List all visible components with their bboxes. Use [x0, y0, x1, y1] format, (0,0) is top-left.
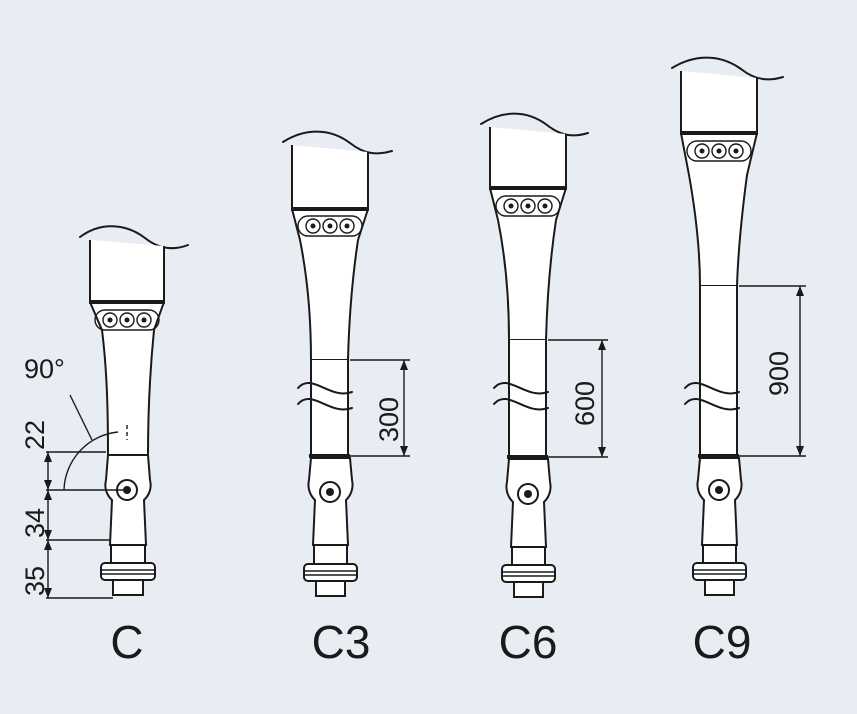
tube-body [89, 240, 165, 456]
extension-tube [310, 360, 349, 456]
pivot-inner [524, 490, 532, 498]
collar-band [680, 131, 758, 135]
fitting-lower [513, 581, 544, 598]
pivot-inner [715, 486, 723, 494]
extension-dimension: 600 [548, 339, 608, 458]
fitting-lower [315, 580, 346, 597]
cut-edge [79, 225, 189, 250]
dim-arrow [796, 446, 804, 456]
model-label-c6: C6 [499, 616, 558, 668]
model-c9-drawing: 900 C9 [671, 56, 806, 668]
model-label-c3: C3 [312, 616, 371, 668]
fitting-nut [100, 562, 156, 581]
break-symbol [684, 381, 740, 395]
break-symbol [684, 397, 740, 411]
fitting-nut [501, 564, 556, 583]
dim-label-35: 35 [20, 566, 50, 596]
fitting-nut [692, 562, 747, 581]
fitting-upper [110, 544, 146, 564]
break-symbol [493, 397, 549, 411]
dim-arrow [796, 286, 804, 296]
extension-dimension: 300 [350, 359, 410, 457]
joint-knuckle [696, 457, 743, 546]
model-c-drawing: 90° 22 34 35 C [20, 225, 189, 668]
angle-arc [63, 431, 119, 491]
extension-label-900: 900 [764, 351, 794, 396]
logo-emblem [495, 195, 561, 217]
extension-label-300: 300 [374, 397, 404, 442]
break-symbol [297, 397, 353, 411]
dim-arrow [44, 530, 52, 540]
dim-arrow [400, 360, 408, 370]
angle-label: 90° [24, 354, 65, 384]
collar-band [291, 207, 369, 211]
logo-emblem [686, 140, 752, 162]
model-c6-drawing: 600 C6 [480, 112, 608, 668]
extension-tube [508, 340, 547, 457]
dim-label-22: 22 [20, 420, 50, 450]
dim-arrow [44, 452, 52, 462]
dim-arrow [598, 340, 606, 350]
extension-tube [699, 286, 738, 456]
dim-arrow [44, 490, 52, 500]
base-dimensions: 90° 22 34 35 [20, 354, 128, 599]
fitting-lower [704, 579, 735, 596]
cut-edge [671, 56, 784, 81]
break-symbol [297, 381, 353, 395]
dim-arrow [400, 446, 408, 456]
fitting-upper [313, 544, 348, 565]
pivot-inner [326, 488, 334, 496]
logo-emblem [297, 215, 363, 237]
tube-body [680, 71, 758, 287]
collar-band [89, 300, 165, 304]
dim-arrow [44, 480, 52, 490]
joint-band [507, 455, 548, 459]
fitting-upper [702, 544, 737, 564]
model-label-c9: C9 [693, 616, 752, 668]
fitting-lower [112, 579, 144, 596]
dim-arrow [44, 540, 52, 550]
collar-band [489, 186, 567, 190]
fitting-upper [511, 546, 546, 566]
cut-edge [480, 112, 589, 137]
logo-emblem [94, 309, 160, 331]
dim-arrow [44, 588, 52, 598]
break-symbol [493, 381, 549, 395]
joint-band [309, 454, 350, 458]
cut-edge [282, 130, 393, 155]
model-c3-drawing: 300 C3 [282, 130, 410, 668]
dim-label-34: 34 [20, 508, 50, 538]
dim-arrow [598, 447, 606, 457]
joint-band [698, 454, 739, 458]
fitting-nut [303, 563, 358, 582]
tube-body [291, 145, 369, 361]
angle-leader [69, 394, 93, 441]
extension-dimension: 900 [739, 285, 806, 457]
tube-body [489, 127, 567, 341]
extension-label-600: 600 [570, 381, 600, 426]
model-label-c: C [110, 616, 143, 668]
